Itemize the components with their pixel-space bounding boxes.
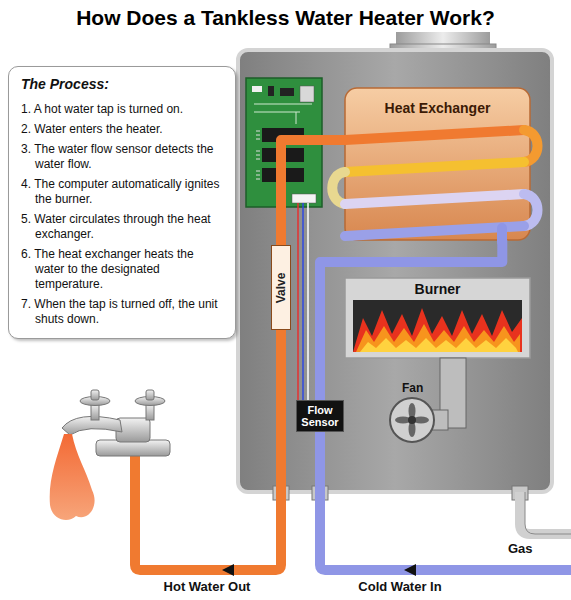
faucet [146, 404, 154, 420]
fan-assembly [390, 358, 466, 442]
circuit-board [256, 131, 260, 179]
process-step: 2. Water enters the heater. [21, 122, 225, 137]
heat-exchanger-coils [524, 130, 538, 162]
part-label: Valve [274, 272, 288, 303]
circuit-board [252, 86, 262, 92]
water-pipe-connector [281, 140, 345, 245]
circuit-board [280, 88, 294, 96]
process-step: 7. When the tap is turned off, the unit … [21, 297, 225, 327]
process-heading: The Process: [21, 76, 225, 93]
burner-flames [356, 324, 520, 352]
faucet [62, 390, 170, 456]
sensor-wires [302, 203, 304, 400]
heat-exchanger-coils [332, 172, 345, 204]
fan-label: Fan [402, 381, 423, 395]
heat-exchanger-tank [345, 88, 530, 240]
process-step: 4. The computer automatically ignites th… [21, 177, 225, 207]
circuit-board [254, 104, 312, 124]
heat-exchanger-coils [524, 194, 538, 226]
fan-assembly [408, 416, 416, 424]
part-label: Flow Sensor [299, 404, 341, 428]
circuit-board [292, 194, 316, 203]
hot-water-pipe [222, 564, 234, 576]
heat-exchanger: Heat Exchanger [345, 88, 530, 240]
process-step: 1. A hot water tap is turned on. [21, 102, 225, 117]
water-stream [50, 434, 95, 520]
water-stream [50, 434, 95, 520]
part-label: Heat Exchanger [345, 100, 530, 116]
burner-box: Burner [345, 278, 530, 358]
diagram-title: How Does a Tankless Water Heater Work? [0, 6, 571, 30]
hot-water-out-label: Hot Water Out [164, 579, 251, 594]
process-step: 5. Water circulates through the heat exc… [21, 212, 225, 242]
heat-exchanger-coils [332, 130, 537, 242]
flow-sensor-box: Flow Sensor [296, 400, 344, 432]
circuit-board [300, 86, 314, 102]
gas-pipe [520, 492, 571, 534]
heat-exchanger-coils [345, 162, 524, 172]
sensor-wires [298, 203, 308, 400]
cold-water-pipe [404, 564, 416, 576]
gas-pipe [520, 492, 571, 534]
heat-exchanger-tank [345, 88, 530, 240]
cold-water-pipe [320, 418, 571, 576]
burner-flames [353, 308, 522, 352]
gas-label: Gas [508, 541, 533, 556]
circuit-board [268, 86, 274, 96]
heat-exchanger-coils [345, 130, 524, 140]
part-label: Burner [345, 281, 530, 297]
process-steps-panel: The Process: 1. A hot water tap is turned… [8, 66, 236, 339]
fan-assembly [390, 398, 434, 442]
burner-flames [360, 338, 518, 352]
burner-chamber [345, 278, 530, 358]
heat-exchanger-coils [345, 194, 524, 204]
heat-exchanger-coils [497, 228, 507, 242]
faucet [146, 390, 154, 400]
faucet [91, 390, 99, 400]
gas-pipe [525, 492, 571, 534]
burner-chamber [345, 278, 530, 358]
water-pipe-connector [320, 240, 502, 400]
burner-chamber [353, 300, 522, 352]
pipe-fittings [273, 486, 528, 500]
cold-water-in-label: Cold Water In [358, 579, 441, 594]
faucet [91, 404, 99, 420]
sensor-wires [297, 203, 299, 400]
process-step: 3. The water flow sensor detects the wat… [21, 142, 225, 172]
cold-water-pipe [320, 418, 571, 570]
sensor-wires [307, 203, 309, 400]
valve-box: Valve [271, 245, 291, 330]
burner-flames [353, 308, 522, 352]
process-step: 6. The heat exchanger heats the water to… [21, 247, 225, 292]
